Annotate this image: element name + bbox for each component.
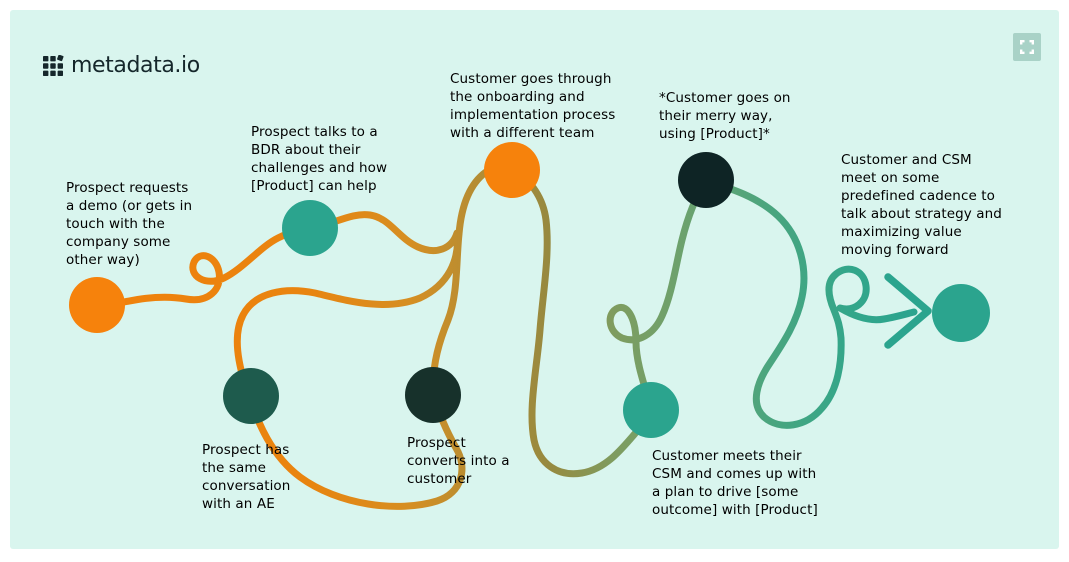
mint-background-panel — [10, 10, 1059, 549]
step-label-onboarding: Customer goes through the onboarding and… — [450, 71, 616, 141]
journey-path — [96, 162, 918, 510]
arrow-head-icon — [884, 273, 932, 349]
node-cadence-end — [932, 284, 990, 342]
step-label-cadence: Customer and CSM meet on some predefined… — [841, 152, 1002, 258]
step-label-ae-conversation: Prospect has the same conversation with … — [202, 442, 291, 512]
step-label-demo-request: Prospect requests a demo (or gets in tou… — [66, 180, 193, 268]
fullscreen-button[interactable] — [1013, 33, 1041, 61]
node-onboarding — [484, 142, 540, 198]
node-converts-to-customer — [405, 367, 461, 423]
node-merry-way — [678, 152, 734, 208]
step-label-merry-way: *Customer goes on their merry way, using… — [659, 90, 791, 142]
metadata-grid-icon — [43, 54, 64, 76]
step-label-csm-plan: Customer meets their CSM and comes up wi… — [652, 448, 818, 518]
brand-name: metadata.io — [71, 53, 200, 78]
fullscreen-corners-icon — [1020, 40, 1034, 54]
node-csm-plan — [623, 382, 679, 438]
node-bdr-conversation — [282, 200, 338, 256]
brand-logo: metadata.io — [42, 53, 200, 78]
step-label-bdr-conversation: Prospect talks to a BDR about their chal… — [251, 124, 388, 194]
step-label-converts-to-customer: Prospect converts into a customer — [407, 435, 510, 487]
node-demo-request — [69, 277, 125, 333]
node-ae-conversation — [223, 368, 279, 424]
